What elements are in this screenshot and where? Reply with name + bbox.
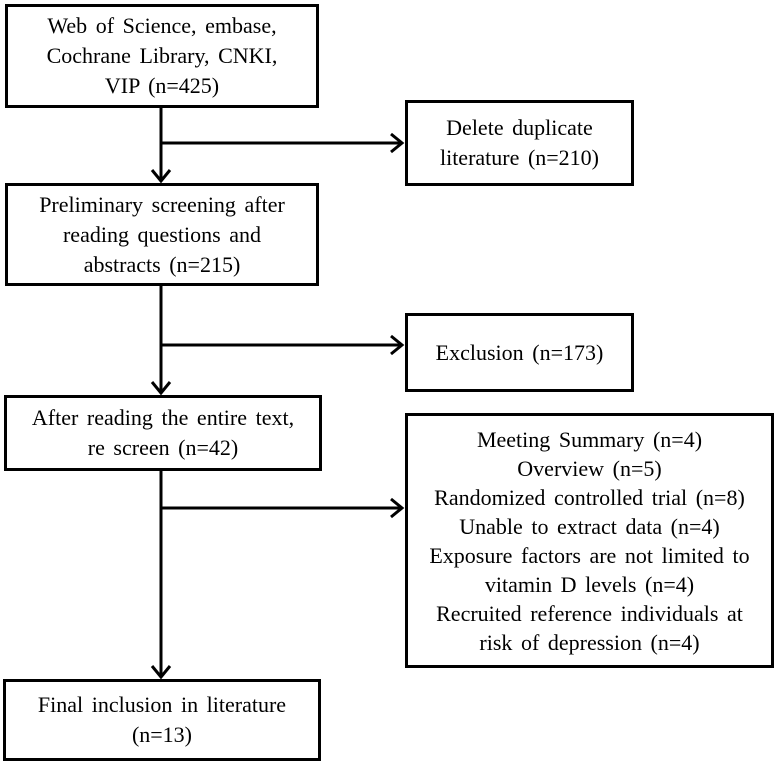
box-exclusion-reasons-text: Meeting Summary (n=4)Overview (n=5)Rando… bbox=[429, 426, 750, 655]
box-final-inclusion: Final inclusion in literature(n=13) bbox=[3, 679, 321, 761]
box-database-sources-text: Web of Science, embase,Cochrane Library,… bbox=[46, 13, 278, 98]
arrowhead-down-3 bbox=[150, 665, 172, 680]
box-exclusion-reasons: Meeting Summary (n=4)Overview (n=5)Rando… bbox=[405, 413, 774, 668]
arrowhead-right-2 bbox=[390, 334, 405, 356]
arrowhead-down-1 bbox=[150, 169, 172, 184]
arrowhead-right-3 bbox=[390, 497, 405, 519]
box-full-text-screening-text: After reading the entire text,re screen … bbox=[31, 405, 295, 460]
arrowhead-right-1 bbox=[390, 132, 405, 154]
box-exclusion: Exclusion (n=173) bbox=[405, 313, 634, 392]
box-final-inclusion-text: Final inclusion in literature(n=13) bbox=[37, 692, 287, 747]
arrowhead-down-2 bbox=[150, 381, 172, 396]
box-database-sources: Web of Science, embase,Cochrane Library,… bbox=[5, 4, 319, 108]
box-exclusion-text: Exclusion (n=173) bbox=[435, 339, 604, 365]
box-full-text-screening: After reading the entire text,re screen … bbox=[4, 395, 322, 471]
